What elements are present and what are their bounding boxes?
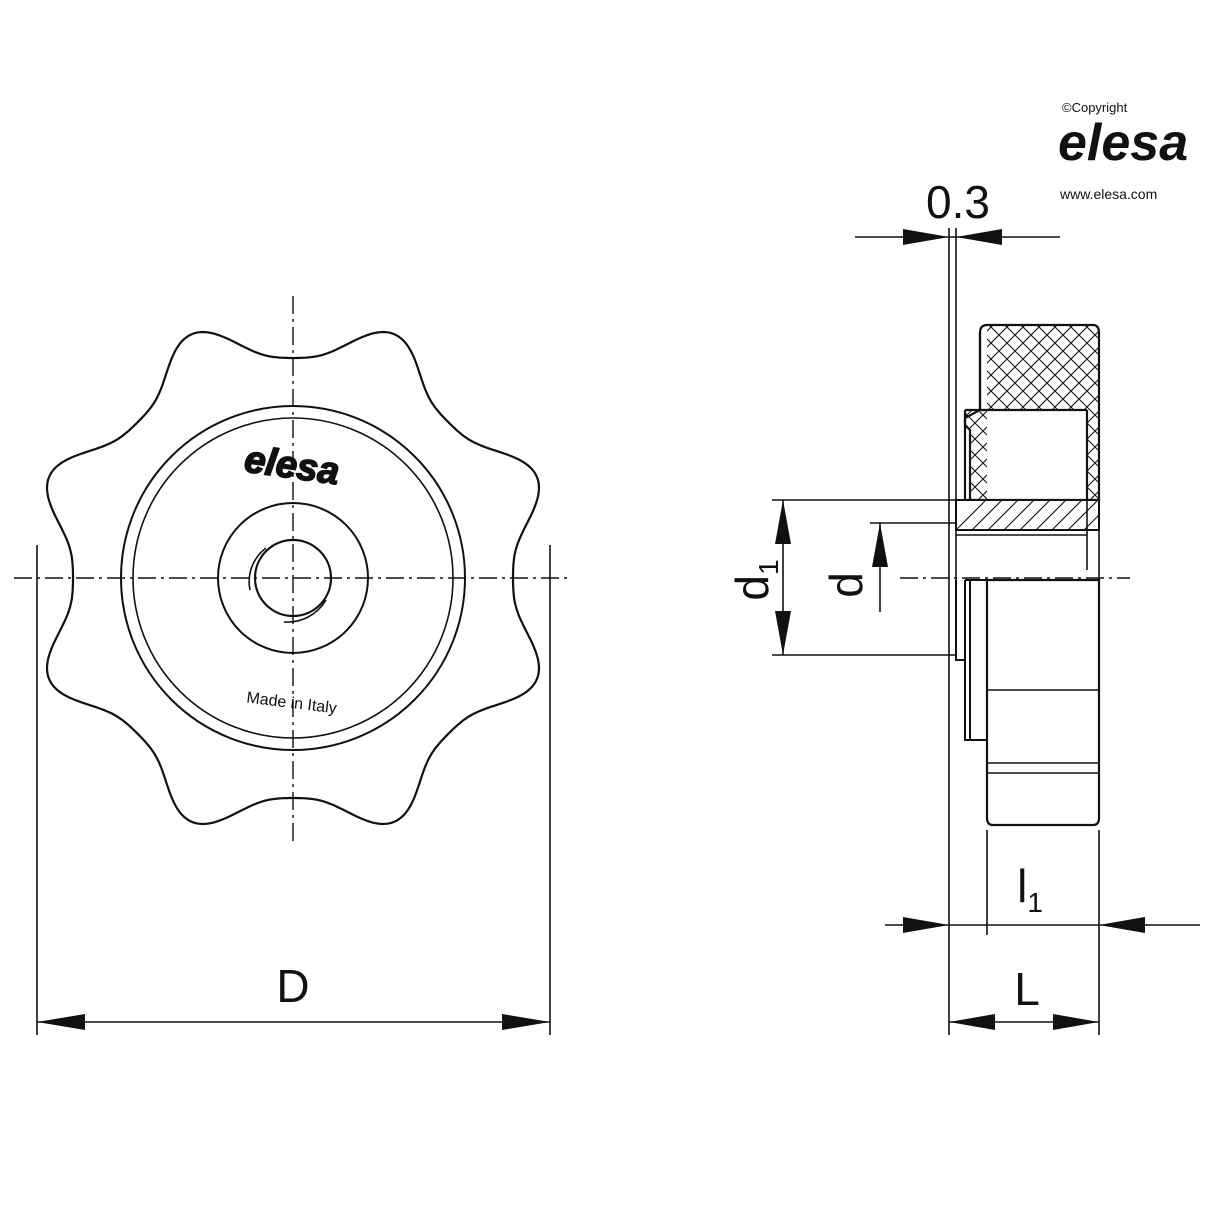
insert-hatch-line <box>1035 499 1067 531</box>
knurl-line <box>1095 325 1099 500</box>
knurl-hatch <box>760 320 1214 510</box>
gap-arrow-right <box>956 229 1002 245</box>
thread-arc-upper <box>248 547 267 591</box>
knurl-line <box>1160 320 1214 510</box>
l-arrow-right <box>1053 1014 1099 1030</box>
length-label: L <box>1014 963 1040 1015</box>
knurl-line <box>1192 320 1214 510</box>
length-dimension: L <box>948 935 1099 1035</box>
elesa-watermark: ©Copyright elesa www.elesa.com <box>1058 100 1188 202</box>
hub-diameter-label: d1 <box>726 559 784 600</box>
l1-arrow-right <box>1099 917 1145 933</box>
knurl-line <box>965 325 983 500</box>
insert-hatch-line <box>1003 499 1035 531</box>
knurl-line <box>1176 320 1214 510</box>
thread-dimension: d <box>820 522 956 612</box>
made-in-italy-marking: Made in Italy <box>246 690 338 718</box>
hub-length-dimension: l1 <box>885 830 1200 1035</box>
d1-arrow-top <box>775 500 791 544</box>
l1-arrow-left <box>903 917 949 933</box>
knurl-line <box>983 325 1099 500</box>
knurl-line <box>965 325 1015 500</box>
d-arrow-top <box>872 523 888 567</box>
knurl-line <box>1144 320 1214 510</box>
lower-body-outline <box>985 578 1101 827</box>
knurl-line <box>1112 320 1214 510</box>
insert-hatch <box>955 499 1100 531</box>
knurl-line <box>1031 325 1099 500</box>
insert-band <box>955 499 1100 531</box>
knurl-line <box>1063 325 1099 500</box>
knurl-line <box>1047 325 1099 500</box>
knurl-line <box>965 325 967 500</box>
knurl-line <box>965 325 1031 500</box>
hub-diameter-dimension: d1 <box>726 499 956 656</box>
gap-label: 0.3 <box>926 176 990 228</box>
insert-hatch-line <box>971 499 1003 531</box>
diameter-dimension: D <box>36 545 551 1035</box>
knurl-line <box>760 320 950 510</box>
knurl-line <box>1208 320 1214 510</box>
watermark-website: www.elesa.com <box>1059 186 1157 202</box>
knob-outline <box>45 330 541 826</box>
hub-length-label: l1 <box>1017 860 1043 918</box>
knurl-line <box>965 325 1047 500</box>
thread-label: d <box>820 572 872 598</box>
diameter-label: D <box>276 960 309 1012</box>
upper-section-outline <box>963 323 1101 500</box>
knurl-line <box>1047 325 1099 500</box>
knurl-line <box>967 325 1099 500</box>
gap-arrow-left <box>903 229 949 245</box>
knurl-line <box>965 325 1079 500</box>
knurl-line <box>1128 320 1214 510</box>
knurl-line <box>1128 320 1214 510</box>
insert-hatch-line <box>1067 499 1099 531</box>
knurl-line <box>1144 320 1214 510</box>
copyright-label: ©Copyright <box>1062 100 1128 115</box>
knurl-line <box>1031 325 1099 500</box>
knurl-line <box>965 325 1063 500</box>
knurl-line <box>760 320 950 510</box>
gap-dimension: 0.3 <box>855 176 1060 245</box>
insert-hatch-line <box>1051 499 1083 531</box>
knob-logo: elesa <box>242 439 342 494</box>
knurl-line <box>1208 320 1214 510</box>
knurl-line <box>1176 320 1214 510</box>
knurl-line <box>1192 320 1214 510</box>
insert-hatch-line <box>955 499 987 531</box>
knurl-line <box>965 325 983 500</box>
knurl-line <box>1063 325 1099 500</box>
watermark-logo: elesa <box>1058 114 1188 172</box>
knurl-line <box>1160 320 1214 510</box>
insert-hatch-line <box>987 499 1019 531</box>
thread-arc-lower <box>283 599 327 623</box>
knurl-line <box>1112 320 1214 510</box>
insert-hatch-line <box>1019 499 1051 531</box>
arrowhead-left <box>37 1014 85 1030</box>
knob-front-view: elesa Made in Italy <box>14 296 572 845</box>
lower-flange-step <box>955 579 987 741</box>
knurl-line <box>965 325 1095 500</box>
knurl-line <box>1095 325 1099 500</box>
knurl-line <box>965 325 967 500</box>
arrowhead-right <box>502 1014 550 1030</box>
knurl-line <box>1015 325 1099 500</box>
l-arrow-left <box>949 1014 995 1030</box>
d1-arrow-bottom <box>775 611 791 655</box>
